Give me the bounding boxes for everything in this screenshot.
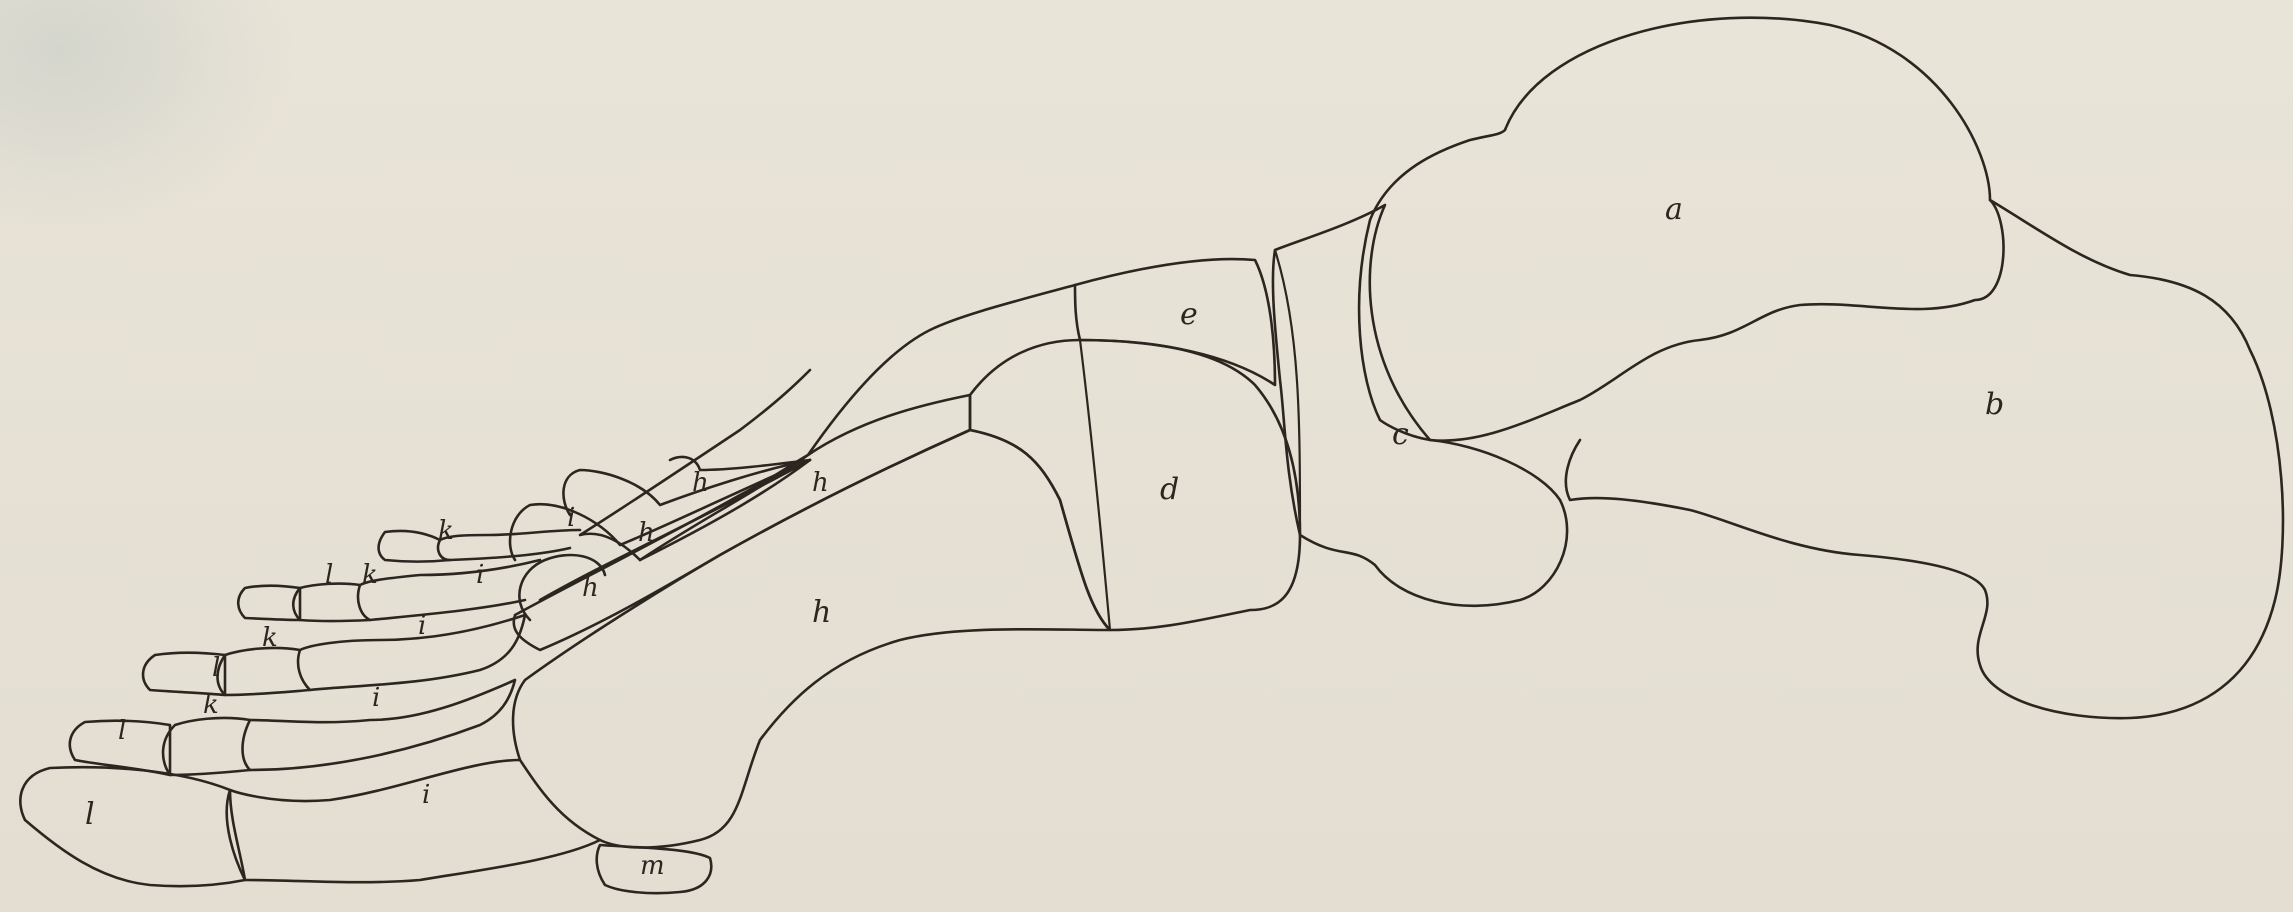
label-l-1: l [325, 562, 333, 588]
bone-c-navicular [1273, 205, 1567, 606]
label-h-3: h [638, 520, 655, 546]
bone-k-phalanx-1 [163, 718, 250, 775]
label-k-2: k [362, 562, 378, 588]
label-k-4: k [203, 692, 219, 718]
label-a: a [1665, 195, 1683, 225]
bone-l-phalanx-1 [20, 767, 245, 886]
bone-h-metatarsal-5 [510, 460, 810, 560]
bone-h-metatarsal-6 [563, 460, 810, 515]
label-i-4: i [372, 685, 380, 711]
label-k-1: k [438, 518, 454, 544]
label-h-1: h [692, 470, 709, 496]
bone-l-phalanx-4 [238, 586, 300, 620]
joint-seam-1 [1275, 250, 1300, 535]
joint-seam-2 [1080, 340, 1110, 630]
bone-e-cuneiform [1075, 259, 1275, 385]
label-b: b [1985, 390, 2004, 420]
bone-h-metatarsal-2 [514, 395, 970, 650]
bone-a-talus [1359, 18, 2003, 441]
label-l-4: l [85, 800, 95, 830]
bone-i-phalanx-3 [298, 615, 525, 690]
label-l-3: l [118, 718, 126, 744]
bone-i-phalanx-1 [227, 760, 600, 882]
label-i-1: i [567, 505, 575, 531]
label-k-3: k [262, 625, 278, 651]
label-i-3: i [418, 613, 426, 639]
label-i-2: i [476, 562, 484, 588]
bone-h-metatarsal-4 [519, 460, 810, 620]
bone-i-phalanx-4 [358, 560, 540, 620]
bone-d-cuneiform [970, 340, 1300, 630]
label-h-5: h [812, 598, 831, 628]
label-c: c [1392, 420, 1409, 450]
label-m: m [640, 853, 665, 879]
bone-b-calcaneus [1566, 200, 2283, 718]
label-e: e [1180, 300, 1198, 330]
label-l-2: l [212, 655, 220, 681]
bone-k-phalanx-2 [218, 648, 311, 695]
label-i-5: i [422, 782, 430, 808]
label-h-4: h [582, 575, 599, 601]
label-h-2: h [812, 470, 829, 496]
label-d: d [1160, 475, 1179, 505]
